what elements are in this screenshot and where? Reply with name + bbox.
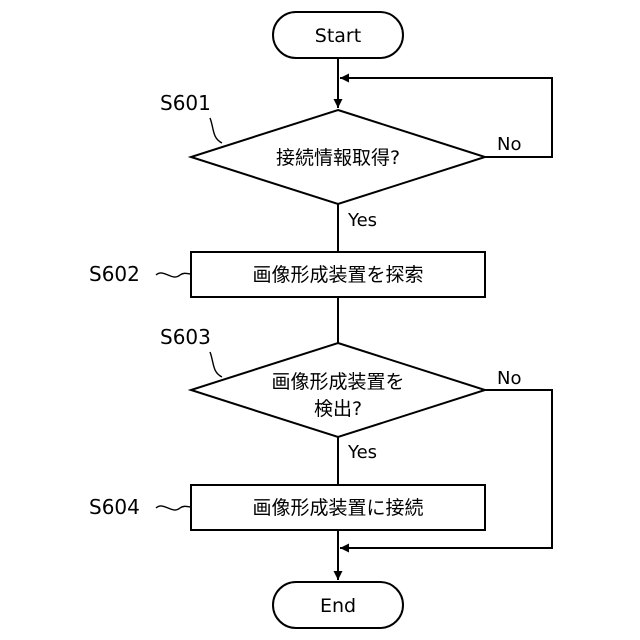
leader-s602 <box>156 273 191 277</box>
process-s604-text: 画像形成装置に接続 <box>252 497 423 519</box>
decision-s603-line1: 画像形成装置を <box>271 371 404 393</box>
decision-s601-text: 接続情報取得? <box>276 147 400 169</box>
branch-s603-no: No <box>497 368 521 389</box>
step-label-s603: S603 <box>160 325 211 349</box>
process-s602-text: 画像形成装置を探索 <box>252 264 423 286</box>
leader-s604 <box>156 506 191 510</box>
leader-s603 <box>210 352 222 377</box>
end-label: End <box>320 595 356 617</box>
branch-s601-no: No <box>497 134 521 155</box>
branch-s601-yes: Yes <box>347 210 377 231</box>
step-label-s604: S604 <box>89 495 140 519</box>
step-label-s602: S602 <box>89 262 140 286</box>
step-label-s601: S601 <box>160 91 211 115</box>
branch-s603-yes: Yes <box>347 442 377 463</box>
start-label: Start <box>315 25 361 47</box>
decision-s603-line2: 検出? <box>314 398 362 420</box>
leader-s601 <box>210 118 222 143</box>
